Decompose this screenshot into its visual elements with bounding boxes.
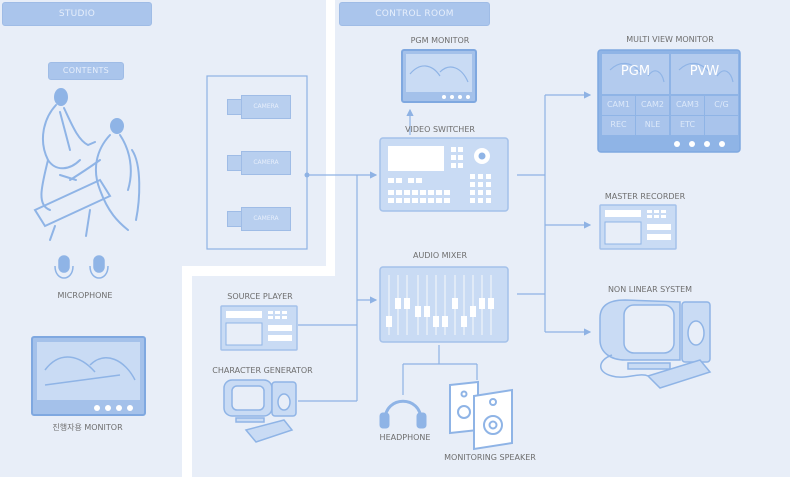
multiview-cell-etc: ETC xyxy=(679,120,696,129)
monitoring-speaker-label: MONITORING SPEAKER xyxy=(444,453,536,462)
contents-badge: CONTENTS xyxy=(48,62,124,80)
character-generator-label: CHARACTER GENERATOR xyxy=(212,366,313,375)
camera-group-box xyxy=(206,75,308,250)
junction-dot xyxy=(304,172,310,178)
non-linear-system-icon xyxy=(599,299,712,389)
host-monitor-label: 진행자용 MONITOR xyxy=(52,423,123,432)
multiview-cell-rec: REC xyxy=(610,120,627,129)
control-room-header: CONTROL ROOM xyxy=(339,2,490,26)
camera-1: CAMERA xyxy=(227,95,291,119)
multiview-pgm: PGM xyxy=(620,64,651,79)
multiview-cell-nle: NLE xyxy=(644,120,661,129)
headphone-icon xyxy=(379,399,427,429)
camera-3: CAMERA xyxy=(227,207,291,231)
source-player-label: SOURCE PLAYER xyxy=(227,292,293,301)
studio-header: STUDIO xyxy=(2,2,152,26)
camera-2: CAMERA xyxy=(227,151,291,175)
camera-label: CAMERA xyxy=(241,207,291,231)
audio-mixer-icon xyxy=(379,266,509,343)
microphone-label: MICROPHONE xyxy=(57,291,113,300)
multiview-pvw: PVW xyxy=(689,64,720,79)
headphone-label: HEADPHONE xyxy=(379,433,431,442)
multiview-cell-cam1: CAM1 xyxy=(606,100,631,109)
non-linear-system-label: NON LINEAR SYSTEM xyxy=(607,285,693,294)
multiview-cell-cam3: CAM3 xyxy=(675,100,700,109)
master-recorder-label: MASTER RECORDER xyxy=(604,192,686,201)
audio-mixer-label: AUDIO MIXER xyxy=(412,251,468,260)
host-monitor-icon xyxy=(31,336,146,416)
multiview-cell-cg: C/G xyxy=(714,100,729,109)
microphone-icon xyxy=(54,255,109,279)
video-switcher-label: VIDEO SWITCHER xyxy=(405,125,475,134)
source-player-icon xyxy=(220,305,298,351)
multi-view-monitor-icon xyxy=(597,49,741,153)
monitoring-speaker-icon xyxy=(449,380,513,451)
pgm-monitor-label: PGM MONITOR xyxy=(410,36,470,45)
switcher-buttons xyxy=(388,174,491,203)
multi-view-monitor-label: MULTI VIEW MONITOR xyxy=(626,35,714,44)
video-switcher-icon xyxy=(379,137,509,212)
camera-label: CAMERA xyxy=(241,151,291,175)
camera-label: CAMERA xyxy=(241,95,291,119)
contents-illustration-icon xyxy=(33,88,141,241)
pgm-monitor-icon xyxy=(401,49,477,103)
multiview-cell-cam2: CAM2 xyxy=(640,100,665,109)
master-recorder-icon xyxy=(599,204,677,250)
character-generator-icon xyxy=(223,379,297,443)
